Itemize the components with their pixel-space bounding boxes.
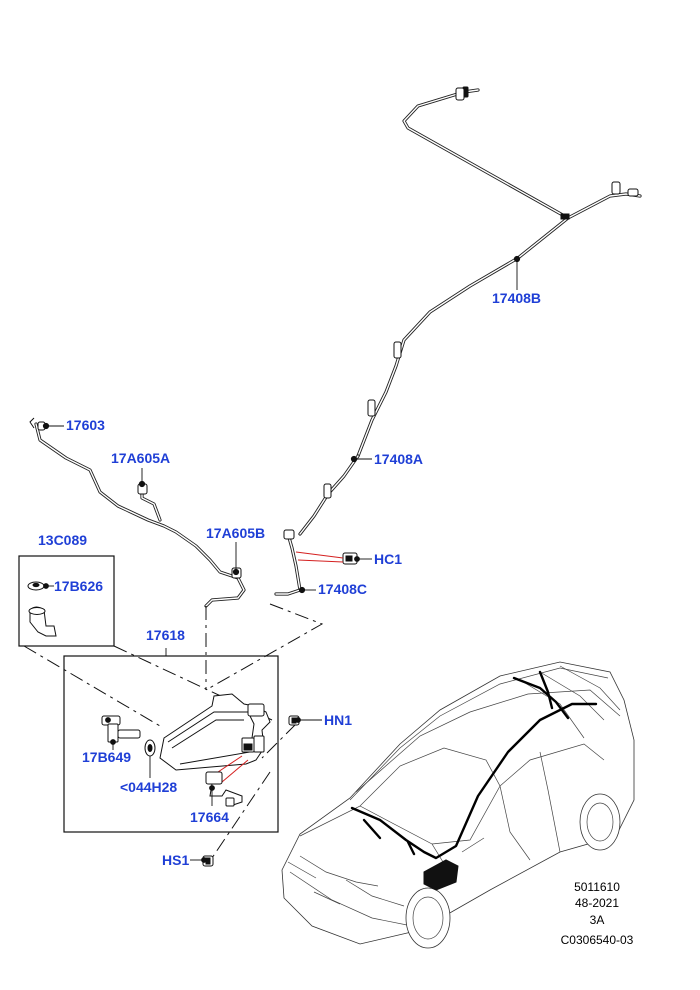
reference-line-2: 48-2021 (575, 896, 619, 910)
callout-hc1[interactable]: HC1 (374, 551, 402, 567)
callout-17408b[interactable]: 17408B (492, 290, 541, 306)
callout-17b649[interactable]: 17B649 (82, 749, 131, 765)
red-leader-hc1 (295, 551, 344, 563)
part-17b626[interactable] (27, 581, 57, 637)
callout-hs1[interactable]: HS1 (162, 852, 189, 868)
callout-17a605b[interactable]: 17A605B (206, 525, 265, 541)
part-17b649[interactable] (101, 715, 141, 745)
callout-13c089[interactable]: 13C089 (38, 532, 87, 548)
callout-044h28[interactable]: <044H28 (120, 779, 177, 795)
washer-reservoir-17618[interactable] (159, 693, 271, 771)
callout-17a605a[interactable]: 17A605A (111, 450, 170, 466)
hose-17408a[interactable] (298, 454, 360, 536)
reference-block: 5011610 48-2021 3A C0306540-03 (561, 880, 634, 947)
hose-17408b[interactable] (356, 86, 642, 458)
reference-line-1: 5011610 (574, 880, 620, 894)
reference-line-4: C0306540-03 (561, 933, 634, 947)
connector-hc1[interactable] (342, 552, 358, 565)
vehicle-illustration (281, 661, 635, 949)
callout-17408a[interactable]: 17408A (374, 451, 423, 467)
hose-17408c[interactable] (274, 529, 306, 596)
callout-17664[interactable]: 17664 (190, 809, 229, 825)
reference-line-3: 3A (590, 913, 605, 927)
grommet-044h28[interactable] (144, 739, 156, 757)
hose-17603[interactable] (29, 417, 246, 608)
level-sensor-17664[interactable] (205, 771, 243, 807)
callout-17408c[interactable]: 17408C (318, 581, 367, 597)
detail-box-17618 (63, 655, 279, 833)
callout-hn1[interactable]: HN1 (324, 712, 352, 728)
callout-17b626[interactable]: 17B626 (54, 578, 103, 594)
callout-17618[interactable]: 17618 (146, 627, 185, 643)
callout-17603[interactable]: 17603 (66, 417, 105, 433)
detail-box-13c089 (18, 555, 115, 647)
